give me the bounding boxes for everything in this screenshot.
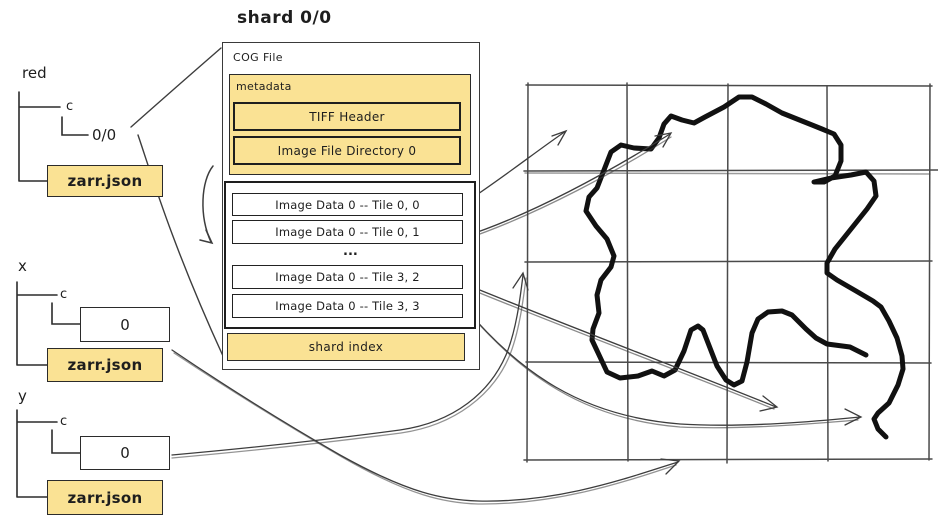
metadata-label: metadata: [236, 80, 292, 93]
tile-row-3-2-label: Image Data 0 -- Tile 3, 2: [275, 270, 420, 284]
tree-red-label: red: [22, 64, 47, 82]
tile-row-0-1-label: Image Data 0 -- Tile 0, 1: [275, 225, 420, 239]
ifd-box: Image File Directory 0: [233, 136, 461, 165]
tree-x-label: x: [18, 257, 27, 275]
tree-x-child-c: c: [60, 287, 68, 302]
image-grid: [523, 82, 938, 464]
tree-x-chunk-0-label: 0: [120, 315, 130, 334]
tile-row-0-0: Image Data 0 -- Tile 0, 0: [232, 193, 463, 216]
ifd-label: Image File Directory 0: [277, 143, 417, 158]
tiff-header-label: TIFF Header: [309, 109, 385, 124]
tile-row-3-2: Image Data 0 -- Tile 3, 2: [232, 265, 463, 289]
tile-rows-ellipsis: ...: [343, 244, 358, 259]
shard-title: shard 0/0: [237, 8, 332, 28]
ifd-to-tiles-arrow: [199, 165, 214, 245]
tree-x-chunk-0-box: 0: [80, 307, 170, 342]
tree-red-zarr-json-box: zarr.json: [47, 165, 163, 197]
tile-row-0-1: Image Data 0 -- Tile 0, 1: [232, 220, 463, 244]
arrow-tile32: [464, 283, 779, 412]
tiff-header-box: TIFF Header: [233, 102, 461, 131]
tree-red-child-c: c: [66, 99, 74, 114]
cog-file-label: COG File: [233, 51, 283, 64]
arrow-x-dimension: [171, 349, 681, 505]
shard-index-label: shard index: [308, 340, 384, 354]
tree-y-chunk-0-box: 0: [80, 436, 170, 470]
tile-row-3-3: Image Data 0 -- Tile 3, 3: [232, 294, 463, 318]
arrow-tile01: [462, 132, 673, 241]
tree-red-zarr-json-label: zarr.json: [67, 172, 143, 190]
arrow-tile33: [464, 307, 863, 429]
shard-index-box: shard index: [227, 333, 465, 361]
tree-x-zarr-json-label: zarr.json: [67, 356, 143, 374]
tree-y-zarr-json-label: zarr.json: [67, 488, 143, 507]
tile-row-3-3-label: Image Data 0 -- Tile 3, 3: [275, 299, 420, 313]
tree-y-child-c: c: [60, 414, 68, 429]
region-outline-blob: [583, 94, 906, 440]
tree-y-zarr-json-box: zarr.json: [47, 480, 163, 515]
tree-y-chunk-0-label: 0: [120, 444, 130, 462]
tile-row-0-0-label: Image Data 0 -- Tile 0, 0: [275, 197, 420, 212]
tree-y-label: y: [18, 387, 27, 405]
tree-x-zarr-json-box: zarr.json: [47, 348, 163, 382]
tree-red-node-00: 0/0: [92, 126, 117, 144]
